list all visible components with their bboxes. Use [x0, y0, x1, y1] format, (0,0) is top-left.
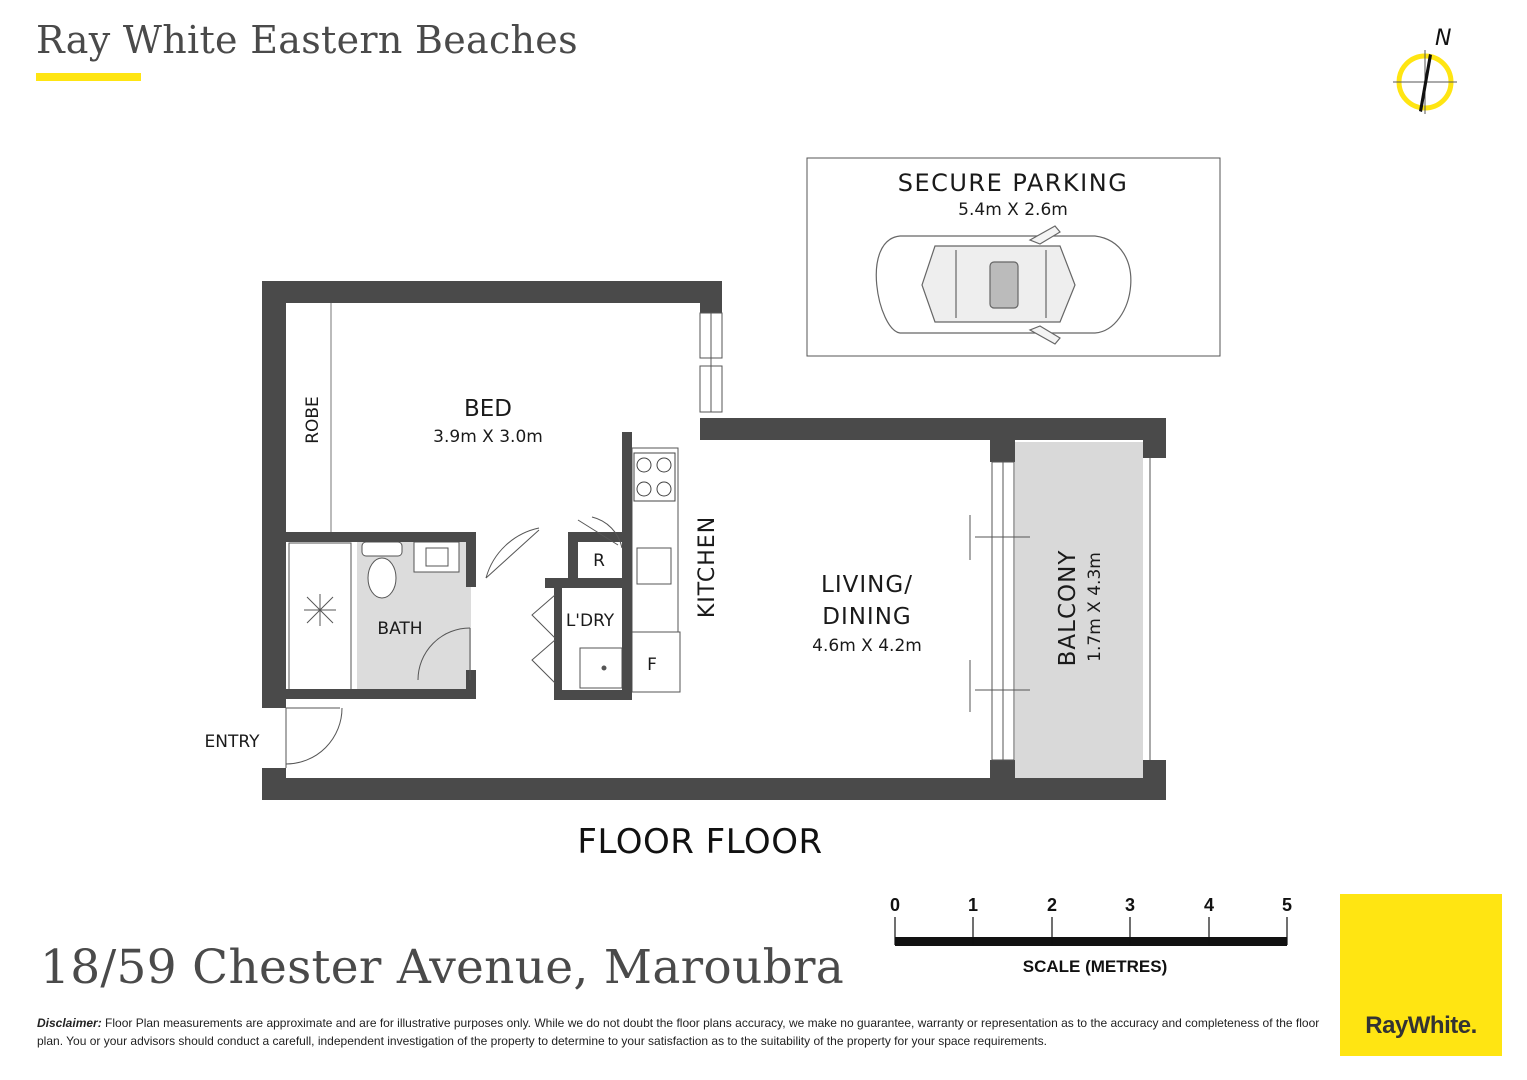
scale-ruler — [894, 917, 1288, 946]
robe-label: ROBE — [303, 396, 323, 444]
floor-title: FLOOR FLOOR — [577, 822, 823, 862]
bath-label: BATH — [377, 619, 422, 639]
parking-size: 5.4m X 2.6m — [958, 200, 1068, 220]
scale-label: SCALE (METRES) — [1022, 957, 1168, 976]
scale-tick-label: 2 — [1046, 895, 1057, 915]
car-icon — [875, 225, 1132, 345]
living-label-line1: LIVING/ — [821, 572, 913, 598]
fridge-space — [631, 631, 681, 693]
disclaimer: Disclaimer: Floor Plan measurements are … — [37, 1015, 1327, 1050]
entry-label: ENTRY — [205, 732, 261, 752]
living-label-line2: DINING — [822, 604, 912, 630]
north-compass-icon: N — [1393, 26, 1457, 114]
kitchen-sink-icon — [636, 547, 672, 585]
scale-tick-label: 3 — [1124, 895, 1135, 915]
north-label: N — [1435, 26, 1451, 51]
fridge-recess-label: R — [593, 551, 605, 571]
scale-tick-label: 4 — [1203, 895, 1214, 915]
scale-tick-label: 0 — [889, 895, 900, 915]
kitchen-label: KITCHEN — [695, 516, 720, 618]
brand-underline — [36, 73, 141, 81]
balcony-floor — [1015, 442, 1143, 778]
sliding-door — [969, 515, 1030, 712]
property-address: 18/59 Chester Avenue, Maroubra — [40, 940, 845, 995]
shower-drain-icon — [304, 594, 336, 626]
doors — [285, 516, 623, 768]
balcony-size: 1.7m X 4.3m — [1085, 552, 1105, 662]
balcony-label: BALCONY — [1055, 550, 1081, 667]
logo-text: RayWhite. — [1365, 1012, 1477, 1039]
disclaimer-text: Floor Plan measurements are approximate … — [37, 1016, 1320, 1048]
bed-label: BED — [464, 396, 512, 422]
walls — [262, 281, 1166, 800]
cooktop-icon — [633, 452, 676, 502]
parking-label: SECURE PARKING — [898, 169, 1129, 197]
basin-icon — [413, 541, 460, 573]
scale-bar: 0 1 2 3 4 5 SCALE (METRES) — [885, 893, 1305, 993]
disclaimer-label: Disclaimer: — [37, 1016, 102, 1030]
laundry-label: L'DRY — [566, 611, 615, 631]
fridge-label: F — [647, 655, 657, 675]
scale-tick-label: 1 — [967, 895, 978, 915]
living-size: 4.6m X 4.2m — [812, 636, 922, 656]
scale-tick-label: 5 — [1281, 895, 1292, 915]
bed-size: 3.9m X 3.0m — [433, 427, 543, 447]
laundry-tub-icon — [579, 647, 623, 689]
brand-title: Ray White Eastern Beaches — [36, 18, 578, 62]
ray-white-logo: RayWhite. — [1340, 894, 1502, 1056]
